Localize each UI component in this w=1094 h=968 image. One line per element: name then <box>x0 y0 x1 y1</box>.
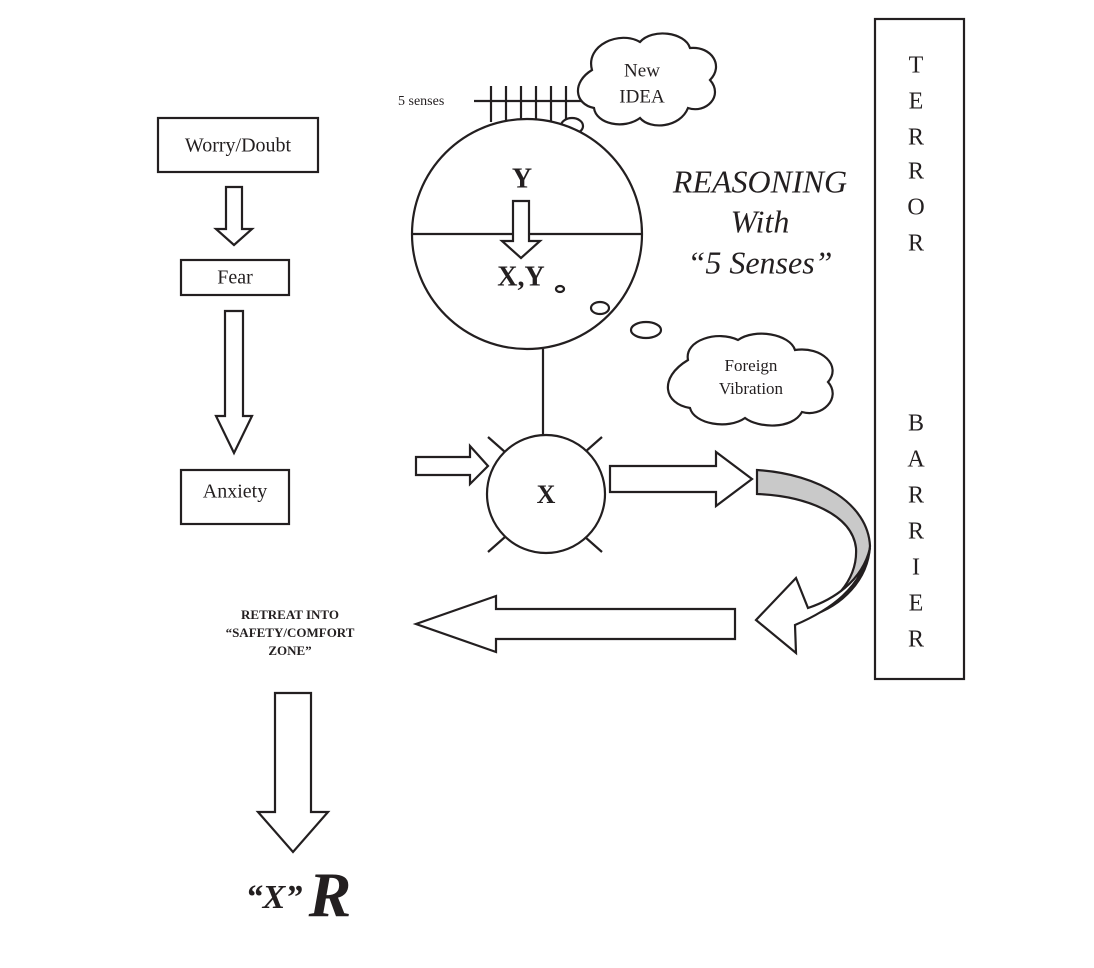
reasoning-text: REASONING With “5 Senses” <box>672 163 847 280</box>
barrier-letter: I <box>912 555 920 581</box>
reasoning-line-2: With <box>731 203 790 239</box>
foreign-vibration-line-1: Foreign <box>725 356 778 375</box>
terror-letter: R <box>908 125 924 151</box>
retreat-line-2: “SAFETY/COMFORT <box>226 625 355 640</box>
foreign-vibration-line-2: Vibration <box>719 379 784 398</box>
reasoning-line-1: REASONING <box>672 163 847 199</box>
new-idea-cloud: New IDEA <box>576 32 718 127</box>
thought-bubbles-bottom <box>554 284 663 340</box>
retreat-text: RETREAT INTO “SAFETY/COMFORT ZONE” <box>226 607 355 658</box>
x-node-label: X <box>537 480 556 509</box>
anxiety-label: Anxiety <box>203 481 267 503</box>
return-arrowhead <box>754 547 872 656</box>
fear-label: Fear <box>217 267 253 289</box>
terror-barrier-box <box>873 17 966 681</box>
result-r-label: R <box>308 859 352 930</box>
five-senses-ticks <box>474 86 590 122</box>
barrier-letter: B <box>908 411 924 437</box>
retreat-line-3: ZONE” <box>268 643 311 658</box>
terror-letter: R <box>908 159 924 185</box>
barrier-letter: R <box>908 627 924 653</box>
terror-letter: O <box>907 195 924 221</box>
barrier-letters: B A R R I E R <box>907 411 925 653</box>
barrier-letter: R <box>908 519 924 545</box>
worry-doubt-box: Worry/Doubt <box>156 116 320 174</box>
output-arrow <box>608 449 754 509</box>
terror-letter: E <box>909 89 924 115</box>
reasoning-line-3: “5 Senses” <box>688 244 833 280</box>
anxiety-box: Anxiety <box>179 468 291 526</box>
x-node <box>485 433 607 555</box>
new-idea-line-2: IDEA <box>619 86 665 107</box>
terror-letter: T <box>909 53 924 79</box>
barrier-letter: R <box>908 483 924 509</box>
worry-to-fear-arrow <box>213 185 255 247</box>
barrier-letter: A <box>907 447 925 473</box>
fear-to-anxiety-arrow <box>214 309 254 456</box>
subconscious-xy-label: X,Y <box>497 261 544 292</box>
barrier-letter: E <box>909 591 924 617</box>
retreat-line-1: RETREAT INTO <box>241 607 339 622</box>
worry-doubt-label: Worry/Doubt <box>185 135 292 157</box>
retreat-down-arrow <box>255 691 331 854</box>
five-senses-label: 5 senses <box>398 94 444 109</box>
terror-letter: R <box>908 231 924 257</box>
new-idea-line-1: New <box>624 60 660 81</box>
result-x-label: “X” <box>246 879 303 916</box>
input-arrow <box>414 443 490 487</box>
terror-letters: T E R R O R <box>907 53 924 257</box>
fear-box: Fear <box>179 258 291 297</box>
conscious-y-label: Y <box>512 163 532 194</box>
retreat-arrow <box>412 594 737 654</box>
y-down-arrow <box>499 199 543 260</box>
foreign-vibration-cloud: Foreign Vibration <box>666 332 834 427</box>
